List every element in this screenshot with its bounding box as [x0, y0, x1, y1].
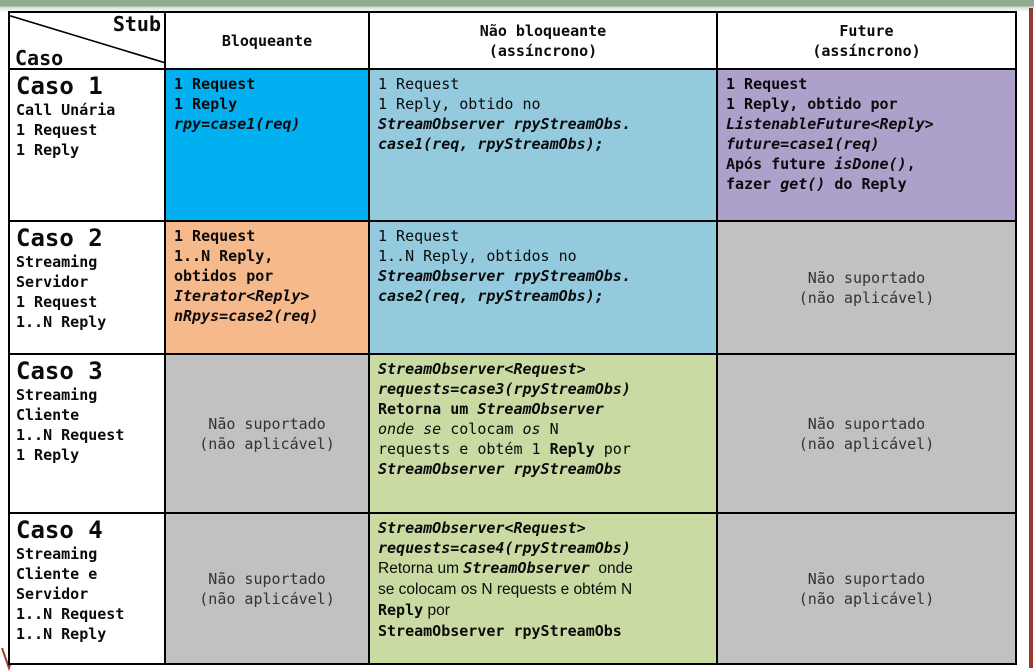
- column-header-bloqueante: Bloqueante: [166, 13, 368, 68]
- cell-caso3-bloqueante-not-supported: Não suportado(não aplicável): [166, 355, 368, 512]
- corner-header-cell: Stub Caso: [10, 13, 164, 68]
- cell-caso3-future-not-supported: Não suportado(não aplicável): [718, 355, 1015, 512]
- cell-caso4-nao-bloqueante: StreamObserver<Request>requests=case4(rp…: [370, 514, 716, 663]
- caso2-title: Caso 2: [16, 224, 103, 252]
- caso4-title: Caso 4: [16, 516, 103, 544]
- cell-caso2-future-not-supported: Não suportado(não aplicável): [718, 222, 1015, 353]
- cell-caso4-future-not-supported: Não suportado(não aplicável): [718, 514, 1015, 663]
- right-accent-line: [1029, 8, 1033, 668]
- diagonal-divider: [10, 13, 164, 68]
- top-accent-bar: [0, 0, 1034, 11]
- stub-caso-table: Stub Caso Bloqueante Não bloqueante(assí…: [8, 11, 1017, 665]
- corner-caso-label: Caso: [15, 46, 64, 68]
- column-header-future: Future(assíncrono): [718, 13, 1015, 68]
- cell-caso3-nao-bloqueante: StreamObserver<Request>requests=case3(rp…: [370, 355, 716, 512]
- cell-caso4-bloqueante-not-supported: Não suportado(não aplicável): [166, 514, 368, 663]
- corner-stub-label: Stub: [112, 13, 161, 36]
- caso1-title: Caso 1: [16, 72, 103, 100]
- caso3-title: Caso 3: [16, 357, 103, 385]
- column-header-nao-bloqueante: Não bloqueante(assíncrono): [370, 13, 716, 68]
